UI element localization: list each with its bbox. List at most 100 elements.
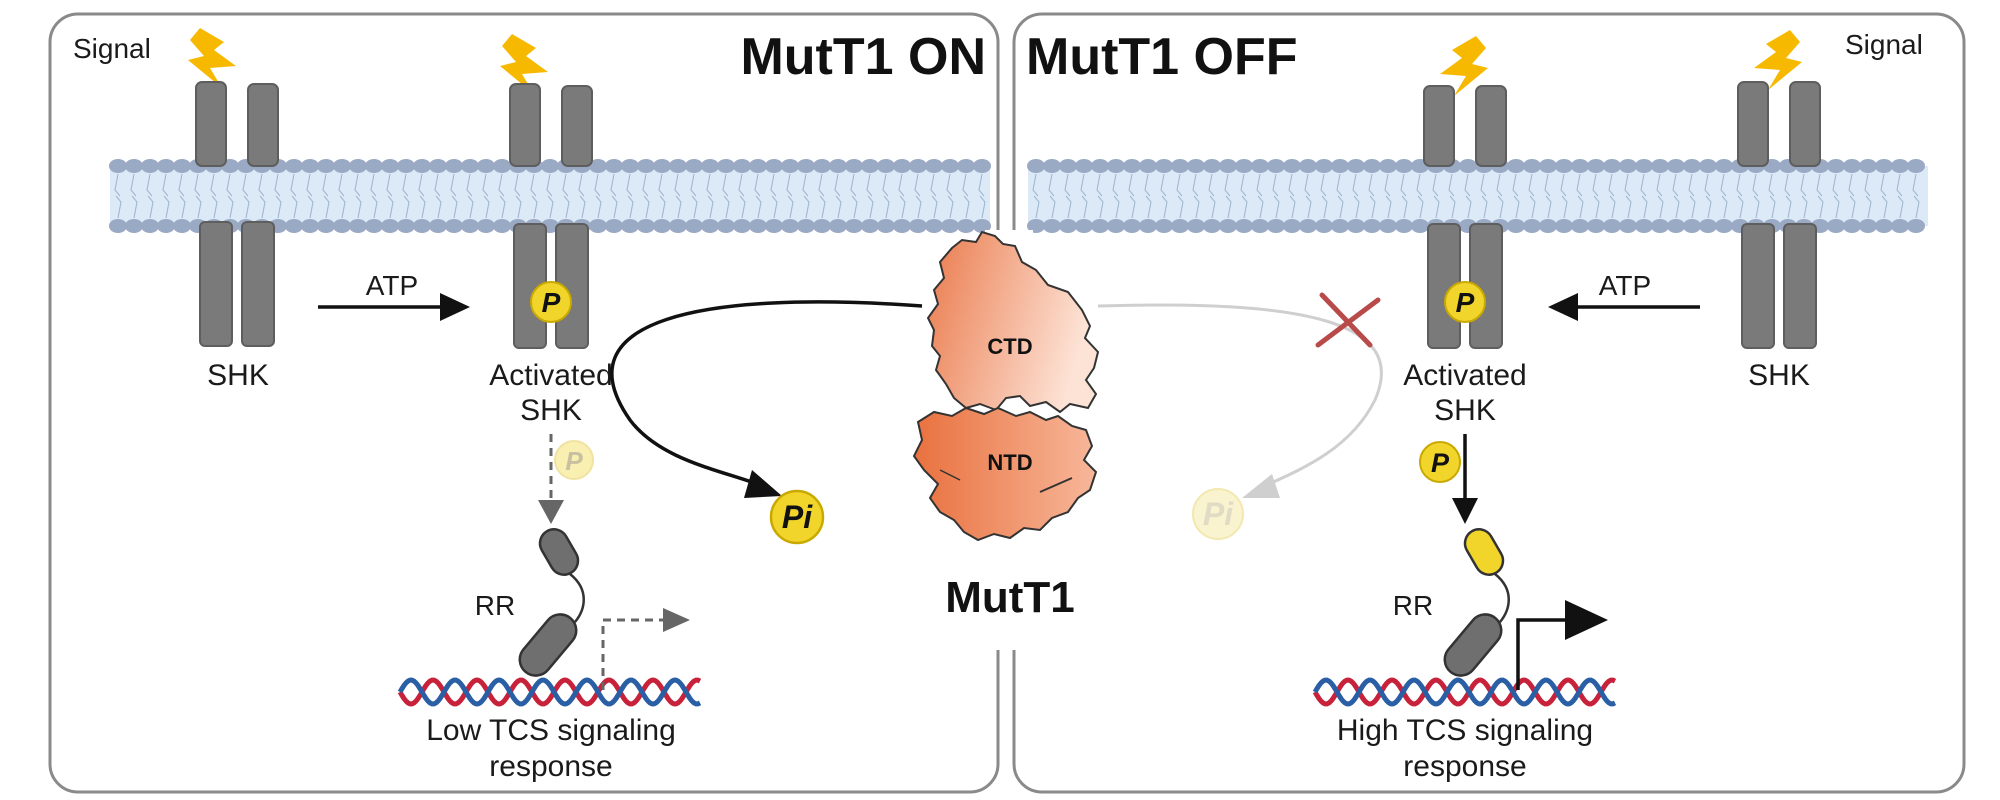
- lipid-head: [925, 219, 943, 233]
- lipid-head: [1555, 159, 1573, 173]
- lipid-head: [1555, 219, 1573, 233]
- ntd-label: NTD: [987, 450, 1032, 475]
- lipid-head: [1219, 159, 1237, 173]
- lipid-head: [317, 219, 335, 233]
- lipid-tail: [1384, 173, 1392, 219]
- lipid-tail: [514, 173, 522, 219]
- lipid-head: [301, 219, 319, 233]
- lipid-head: [1715, 159, 1733, 173]
- lipid-head: [1219, 219, 1237, 233]
- lipid-head: [365, 219, 383, 233]
- left-shk-label: SHK: [207, 359, 269, 392]
- lipid-head: [1059, 159, 1077, 173]
- lipid-tail: [258, 173, 266, 219]
- lipid-head: [749, 159, 767, 173]
- lipid-head: [1267, 159, 1285, 173]
- lipid-tail: [706, 173, 714, 219]
- svg-text:Pi: Pi: [782, 499, 813, 535]
- dna-right: [1312, 677, 1617, 707]
- ctd-domain: [926, 230, 1100, 414]
- lipid-tail: [322, 173, 330, 219]
- lipid-tail: [674, 173, 682, 219]
- lipid-head: [957, 159, 975, 173]
- lipid-tail: [930, 173, 938, 219]
- lipid-tail: [610, 173, 618, 219]
- lipid-tail: [1128, 173, 1136, 219]
- lipid-head: [1315, 159, 1333, 173]
- lightning-icon: [188, 28, 236, 88]
- lipid-head: [1843, 219, 1861, 233]
- lipid-tail: [1912, 173, 1920, 219]
- lipid-tail: [1656, 173, 1664, 219]
- lipid-tail: [642, 173, 650, 219]
- lipid-head: [1299, 219, 1317, 233]
- lipid-head: [1587, 159, 1605, 173]
- dna-left: [397, 677, 702, 707]
- lipid-tail: [1176, 173, 1184, 219]
- lipid-head: [109, 219, 127, 233]
- lipid-tail: [1832, 173, 1840, 219]
- right-response-line-2: response: [1403, 750, 1526, 783]
- lipid-head: [1683, 219, 1701, 233]
- lipid-tail: [1704, 173, 1712, 219]
- pi-badge-left: Pi: [769, 489, 825, 545]
- lipid-tail: [850, 173, 858, 219]
- lipid-head: [1187, 159, 1205, 173]
- lipid-tail: [1784, 173, 1792, 219]
- lipid-tail: [898, 173, 906, 219]
- lipid-tail: [1288, 173, 1296, 219]
- lipid-head: [1459, 159, 1477, 173]
- lipid-head: [1539, 219, 1557, 233]
- lipid-tail: [1448, 173, 1456, 219]
- lipid-head: [1379, 159, 1397, 173]
- lipid-head: [541, 159, 559, 173]
- lipid-head: [1267, 219, 1285, 233]
- lipid-head: [685, 219, 703, 233]
- lipid-head: [1027, 219, 1045, 233]
- lipid-head: [493, 159, 511, 173]
- lipid-tail: [1256, 173, 1264, 219]
- lipid-tail: [786, 173, 794, 219]
- lipid-head: [333, 159, 351, 173]
- lipid-head: [829, 219, 847, 233]
- lipid-head: [1587, 219, 1605, 233]
- lipid-tail: [690, 173, 698, 219]
- lipid-tail: [194, 173, 202, 219]
- lipid-head: [765, 159, 783, 173]
- lipid-tail: [1592, 173, 1600, 219]
- lipid-head: [1315, 219, 1333, 233]
- lipid-head: [1171, 219, 1189, 233]
- lipid-head: [1331, 159, 1349, 173]
- lipid-head: [1395, 159, 1413, 173]
- lipid-tail: [1192, 173, 1200, 219]
- lipid-head: [1059, 219, 1077, 233]
- lipid-head: [141, 159, 159, 173]
- lipid-head: [797, 159, 815, 173]
- left-panel-title: MutT1 ON: [740, 28, 986, 86]
- lipid-head: [845, 219, 863, 233]
- right-response-line-1: High TCS signaling: [1337, 714, 1593, 747]
- lipid-tail: [1432, 173, 1440, 219]
- lipid-tail: [1528, 173, 1536, 219]
- lipid-head: [1075, 159, 1093, 173]
- lipid-head: [717, 219, 735, 233]
- dna-strand-blue: [397, 677, 702, 707]
- lipid-head: [1363, 159, 1381, 173]
- dna-strand-blue: [1312, 677, 1617, 707]
- lipid-tail: [1208, 173, 1216, 219]
- lipid-tail: [1480, 173, 1488, 219]
- left-response-line-2: response: [489, 750, 612, 783]
- lipid-head: [1283, 159, 1301, 173]
- lipid-head: [1283, 219, 1301, 233]
- right-activated-label-1: Activated: [1403, 359, 1526, 392]
- lipid-tail: [1336, 173, 1344, 219]
- cross-icon: [1315, 292, 1381, 348]
- lipid-head: [797, 219, 815, 233]
- lipid-tail: [466, 173, 474, 219]
- lipid-head: [1123, 159, 1141, 173]
- mutt1-label: MutT1: [945, 573, 1075, 622]
- lipid-tail: [114, 173, 122, 219]
- lipid-head: [669, 159, 687, 173]
- lipid-tail: [242, 173, 250, 219]
- lipid-head: [909, 219, 927, 233]
